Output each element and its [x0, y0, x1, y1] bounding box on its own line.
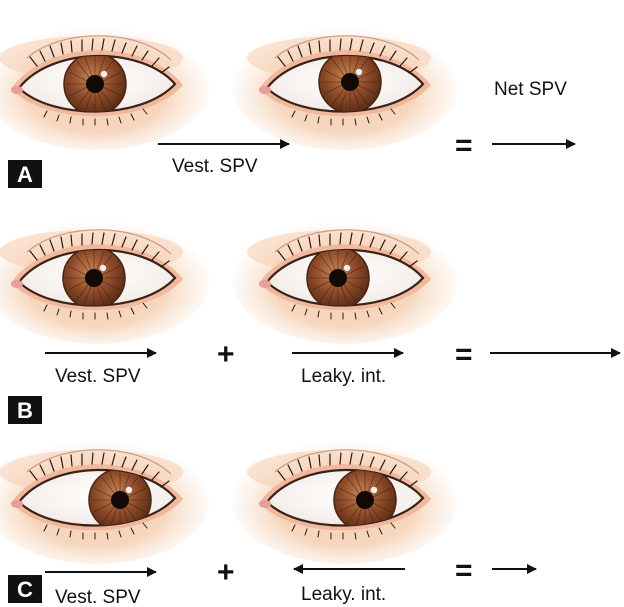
panel-letter-c: C [17, 577, 33, 602]
eye-b-left [0, 220, 209, 344]
panel-letter-a: A [17, 162, 33, 187]
leaky-int-label-c: Leaky. int. [301, 584, 386, 605]
equals-sign-a: = [455, 129, 473, 162]
equals-sign-b: = [455, 338, 473, 371]
vest-spv-label-a: Vest. SPV [172, 156, 258, 177]
eye-a-left [0, 26, 209, 150]
equals-sign-c: = [455, 554, 473, 587]
eye-a-right [233, 26, 457, 150]
vest-spv-label-c: Vest. SPV [55, 587, 141, 607]
net-spv-label: Net SPV [494, 79, 567, 100]
eye-c-left [0, 440, 209, 564]
eye-b-right [233, 220, 457, 344]
panel-letter-b: B [17, 398, 33, 423]
eye-c-right [233, 440, 457, 564]
vest-spv-label-b: Vest. SPV [55, 366, 141, 387]
panel-b: Vest. SPV + Leaky. int. = B [0, 220, 620, 424]
panel-c: Vest. SPV + Leaky. int. = C [0, 440, 536, 607]
plus-sign-b: + [217, 338, 235, 371]
plus-sign-c: + [217, 556, 235, 589]
panel-a: Vest. SPV = Net SPV A [0, 26, 575, 188]
leaky-int-label-b: Leaky. int. [301, 366, 386, 387]
